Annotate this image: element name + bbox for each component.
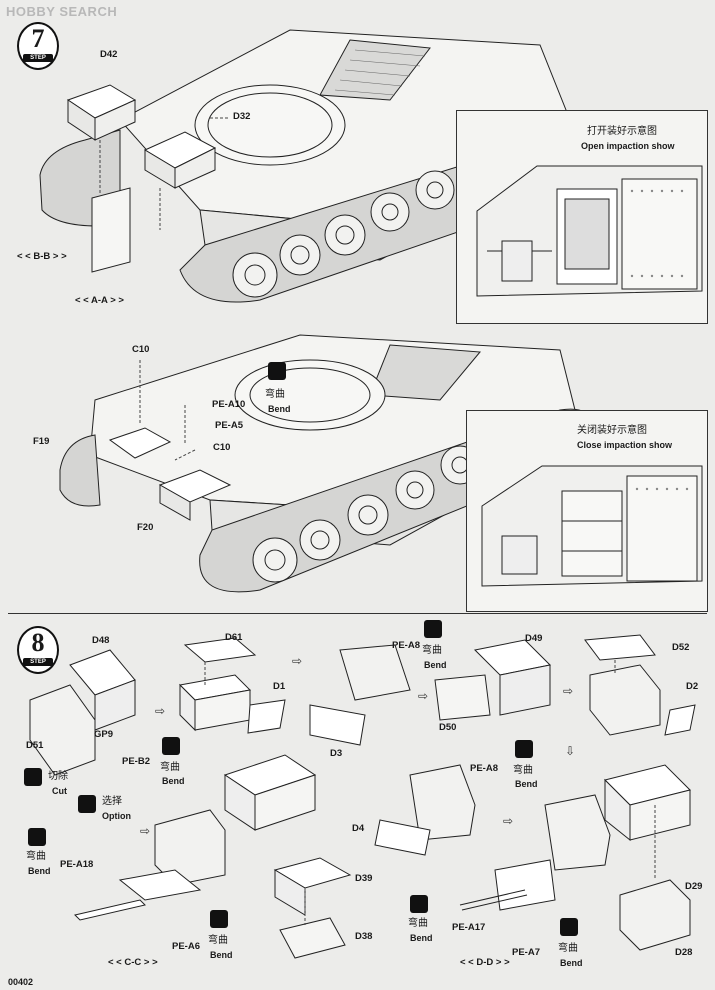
open-impaction-illustration	[476, 165, 703, 297]
part-label-c10-top: C10	[132, 344, 150, 355]
step8-parts-illustration	[29, 634, 696, 959]
flow-arrow-7: ⇩	[565, 744, 576, 758]
open-impaction-detail: 打开装好示意图 Open impaction show	[456, 110, 708, 324]
bend-icon-g	[560, 918, 578, 936]
bend-en-c: Bend	[515, 779, 538, 789]
flow-arrow-5: ⇨	[140, 824, 151, 838]
part-label-gp9: GP9	[94, 729, 114, 740]
part-label-pe-a8-b: PE-A8	[470, 763, 498, 774]
flow-arrow-1: ⇨	[155, 704, 166, 718]
part-label-d2: D2	[686, 681, 699, 692]
close-detail-cn: 关闭装好示意图	[577, 425, 647, 436]
bend-en-f: Bend	[410, 933, 433, 943]
cut-en: Cut	[52, 786, 67, 796]
part-label-d28: D28	[675, 947, 693, 958]
bend-icon-a	[424, 620, 442, 638]
bend-icon-b	[162, 737, 180, 755]
step-7-word: STEP	[23, 54, 53, 62]
close-detail-en: Close impaction show	[577, 440, 673, 450]
bend-cn-g: 弯曲	[558, 943, 578, 954]
part-label-d52: D52	[672, 642, 690, 653]
part-label-c10-mid: C10	[213, 442, 231, 453]
open-detail-cn: 打开装好示意图	[587, 126, 657, 137]
bend-cn-e: 弯曲	[208, 935, 228, 946]
part-label-pe-a6: PE-A6	[172, 941, 200, 952]
part-label-d50: D50	[439, 722, 457, 733]
step-divider	[8, 613, 707, 614]
bend-en-b: Bend	[162, 776, 185, 786]
bend-cn-d: 弯曲	[26, 851, 46, 862]
part-label-d39: D39	[355, 873, 373, 884]
part-label-pe-a18: PE-A18	[60, 859, 94, 870]
part-label-pe-a10: PE-A10	[212, 399, 246, 410]
section-mark-aa: < < A-A > >	[75, 295, 124, 306]
cut-cn: 切除	[48, 771, 68, 782]
close-impaction-detail: 关闭装好示意图 Close impaction show	[466, 410, 708, 612]
option-cn: 选择	[102, 796, 122, 807]
part-label-f20: F20	[137, 522, 154, 533]
bend-en-a: Bend	[424, 660, 447, 670]
part-label-pe-a7: PE-A7	[512, 947, 540, 958]
part-label-d3: D3	[330, 748, 343, 759]
part-label-pe-a17: PE-A17	[452, 922, 486, 933]
step-7-badge: 7 STEP	[17, 22, 59, 70]
close-impaction-illustration	[481, 465, 703, 587]
bend-cn-b: 弯曲	[160, 762, 180, 773]
part-label-d48: D48	[92, 635, 110, 646]
step-8-number: 8	[31, 628, 45, 657]
step-7-number: 7	[31, 24, 45, 53]
bend-en-g: Bend	[560, 958, 583, 968]
page-number: 00402	[8, 977, 34, 987]
part-label-d38: D38	[355, 931, 373, 942]
step-8-word: STEP	[23, 658, 53, 666]
part-label-d61: D61	[225, 632, 243, 643]
flow-arrow-2: ⇨	[292, 654, 303, 668]
part-label-pe-b2: PE-B2	[122, 756, 150, 767]
part-label-d1: D1	[273, 681, 286, 692]
watermark-text: HOBBY SEARCH	[6, 4, 118, 19]
section-mark-bb: < < B-B > >	[17, 251, 67, 262]
section-mark-cc: < < C-C > >	[108, 957, 158, 968]
bend-icon-d	[28, 828, 46, 846]
bend-icon-c	[515, 740, 533, 758]
bend-cn-f: 弯曲	[408, 918, 428, 929]
option-icon	[78, 795, 96, 813]
part-label-f19: F19	[33, 436, 50, 447]
part-label-d42: D42	[100, 49, 118, 60]
part-label-d29: D29	[685, 881, 703, 892]
open-detail-en: Open impaction show	[581, 141, 675, 151]
flow-arrow-3: ⇨	[418, 689, 429, 703]
flow-arrow-4: ⇨	[563, 684, 574, 698]
part-label-d51: D51	[26, 740, 44, 751]
section-mark-dd: < < D-D > >	[460, 957, 510, 968]
option-en: Option	[102, 811, 131, 821]
step-8-badge: 8 STEP	[17, 626, 59, 674]
bend-icon-step7	[268, 362, 286, 380]
bend-en-step7: Bend	[268, 404, 291, 414]
bend-cn-a: 弯曲	[422, 645, 442, 656]
bend-cn-step7: 弯曲	[265, 389, 285, 400]
watermark-logo: HOBBY SEARCH	[6, 4, 117, 19]
part-label-d4: D4	[352, 823, 365, 834]
bend-icon-f	[410, 895, 428, 913]
part-label-pe-a5: PE-A5	[215, 420, 243, 431]
part-label-d49: D49	[525, 633, 543, 644]
bend-en-e: Bend	[210, 950, 233, 960]
bend-cn-c: 弯曲	[513, 765, 533, 776]
bend-en-d: Bend	[28, 866, 51, 876]
bend-icon-e	[210, 910, 228, 928]
cut-icon	[24, 768, 42, 786]
flow-arrow-6: ⇨	[503, 814, 514, 828]
part-label-pe-a8-a: PE-A8	[392, 640, 420, 651]
part-label-d32: D32	[233, 111, 251, 122]
